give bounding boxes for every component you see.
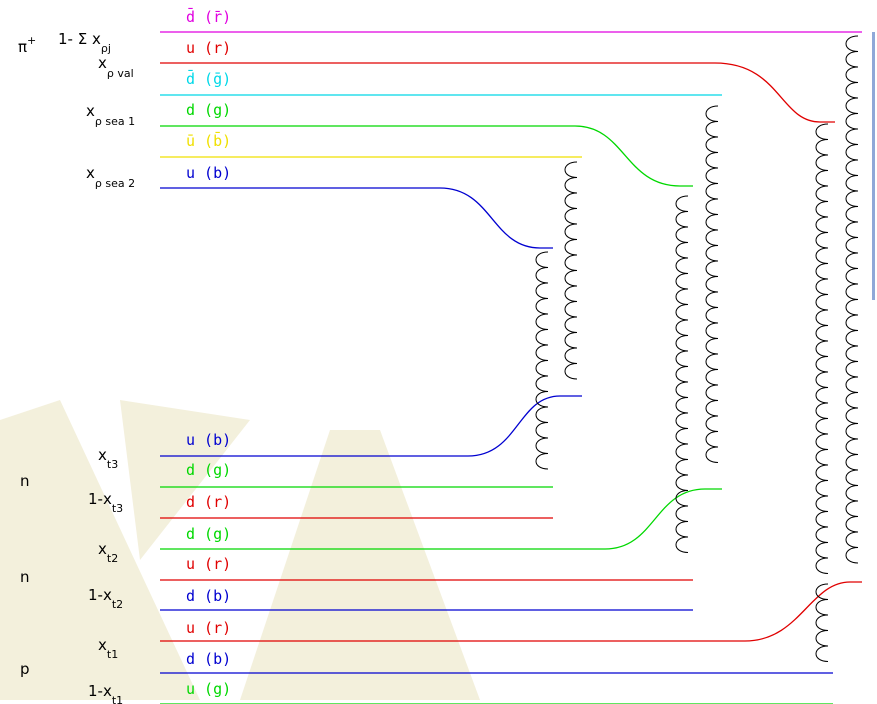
quark-lines [160,31,862,704]
target-quark-labels: u (b) d (g) d (r) d (g) u (r) d (b) u (r… [186,431,231,698]
quark-label: u (g) [186,680,231,698]
gluon-chain [815,583,829,662]
quark-label: d (g) [186,101,231,119]
one-minus-x-t1-label: 1-xt1 [88,682,123,704]
gluon-chain [705,105,719,463]
quark-label: u (b) [186,164,231,182]
quark-label: u (r) [186,39,231,57]
scrollbar[interactable] [872,32,875,300]
x-sea1-label: xρ sea 1 [86,102,135,128]
target-x-labels: xt3 1-xt3 xt2 1-xt2 xt1 1-xt1 [88,446,123,704]
nucleon-label-n1: n [20,472,30,490]
nucleon-label-p: p [20,660,30,678]
watermark [0,400,480,700]
gluon-chains [535,35,859,662]
gluon-chain [845,35,859,564]
gluon-chain [815,123,829,574]
quark-line-u-b [160,187,553,249]
quark-label: ū (b̄) [186,131,231,150]
x-sea2-label: xρ sea 2 [86,164,135,190]
quark-label: d̄ (r̄) [186,7,231,26]
pion-symbol: π+ [18,34,36,56]
quark-line-d-g [160,125,693,187]
x-val-label: xρ val [98,54,134,80]
gluon-chain [564,161,578,380]
one-minus-x-t3-label: 1-xt3 [88,490,123,515]
nucleon-labels: n n p [20,472,30,678]
quark-label: u (r) [186,555,231,573]
gluon-chain [535,251,549,470]
quark-label: d (b) [186,587,231,605]
quark-label: d (r) [186,493,231,511]
x-t1-label: xt1 [98,636,118,661]
sum-label: 1- Σ xρj [58,30,111,55]
gluon-chain [675,195,689,553]
quark-label: d̄ (ḡ) [186,69,231,88]
quark-label: u (r) [186,619,231,637]
pion-labels: π+ 1- Σ xρj xρ val xρ sea 1 xρ sea 2 [18,30,135,190]
quark-line-u-r [160,62,835,123]
quark-label: d (g) [186,461,231,479]
x-t3-label: xt3 [98,446,118,471]
quark-line-u-b-t3 [160,395,582,457]
quark-label: d (g) [186,525,231,543]
quark-line-u-r-t1 [160,581,862,642]
quark-label: u (b) [186,431,231,449]
one-minus-x-t2-label: 1-xt2 [88,586,123,611]
pion-quark-labels: d̄ (r̄) u (r) d̄ (ḡ) d (g) ū (b̄) u (b) [186,7,231,182]
quark-line-d-g-t2 [160,488,722,550]
nucleon-label-n2: n [20,568,30,586]
x-t2-label: xt2 [98,540,118,565]
quark-label: d (b) [186,650,231,668]
